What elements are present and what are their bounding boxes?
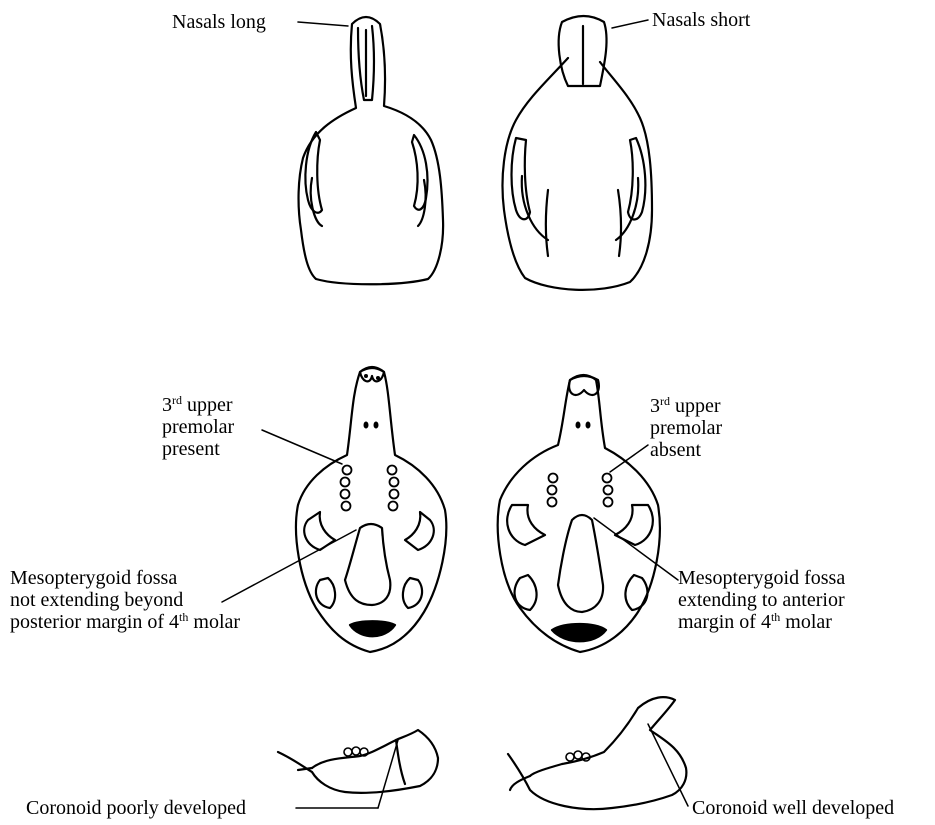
leader-coronoid-poor-v bbox=[378, 740, 398, 808]
fossa-right-line3-sup: th bbox=[771, 610, 780, 624]
ordinal-number: 3 bbox=[650, 395, 660, 417]
label-nasals-short: Nasals short bbox=[652, 9, 750, 31]
mandible-coronoid-well bbox=[508, 697, 686, 809]
leader-premolar-present bbox=[262, 430, 342, 464]
leader-fossa-right bbox=[594, 518, 678, 580]
leader-nasals-short bbox=[612, 20, 648, 28]
ordinal-suffix: rd bbox=[660, 394, 670, 408]
fossa-left-line3-pre: posterior margin of 4 bbox=[10, 611, 179, 633]
ventral-skull-premolar-present bbox=[296, 367, 446, 652]
label-fossa-left-line1: Mesopterygoid fossa bbox=[10, 567, 240, 589]
fossa-left-line3-sup: th bbox=[179, 610, 188, 624]
leader-coronoid-well bbox=[648, 724, 688, 806]
label-premolar-present: 3rd upper premolar present bbox=[162, 394, 234, 460]
label-fossa-right-line2: extending to anterior bbox=[678, 589, 845, 611]
label-nasals-long: Nasals long bbox=[172, 11, 266, 33]
label-fossa-left-line2: not extending beyond bbox=[10, 589, 240, 611]
leader-premolar-absent bbox=[610, 445, 648, 472]
dorsal-skull-long-nasals bbox=[299, 17, 444, 284]
label-premolar-absent-line2: premolar bbox=[650, 417, 722, 439]
ventral-skull-premolar-absent bbox=[498, 375, 660, 652]
mandible-coronoid-poor bbox=[278, 730, 438, 793]
ordinal-rest: upper bbox=[670, 395, 721, 417]
label-fossa-not-extending: Mesopterygoid fossa not extending beyond… bbox=[10, 567, 240, 633]
label-fossa-right-line1: Mesopterygoid fossa bbox=[678, 567, 845, 589]
label-fossa-extending: Mesopterygoid fossa extending to anterio… bbox=[678, 567, 845, 633]
leader-lines bbox=[222, 20, 688, 808]
label-premolar-absent: 3rd upper premolar absent bbox=[650, 395, 722, 461]
fossa-right-line3-pre: margin of 4 bbox=[678, 611, 771, 633]
label-premolar-absent-line1: 3rd upper bbox=[650, 395, 722, 417]
label-premolar-present-line2: premolar bbox=[162, 416, 234, 438]
fossa-right-line3-post: molar bbox=[780, 611, 832, 633]
label-coronoid-poor: Coronoid poorly developed bbox=[26, 797, 246, 819]
dorsal-skull-short-nasals bbox=[503, 16, 653, 290]
label-fossa-left-line3: posterior margin of 4th molar bbox=[10, 611, 240, 633]
ordinal-number: 3 bbox=[162, 394, 172, 416]
label-fossa-right-line3: margin of 4th molar bbox=[678, 611, 845, 633]
label-coronoid-well: Coronoid well developed bbox=[692, 797, 894, 819]
ordinal-rest: upper bbox=[182, 394, 233, 416]
label-premolar-absent-line3: absent bbox=[650, 439, 722, 461]
fossa-left-line3-post: molar bbox=[188, 611, 240, 633]
ordinal-suffix: rd bbox=[172, 393, 182, 407]
leader-nasals-long bbox=[298, 22, 348, 26]
label-premolar-present-line1: 3rd upper bbox=[162, 394, 234, 416]
label-premolar-present-line3: present bbox=[162, 438, 234, 460]
